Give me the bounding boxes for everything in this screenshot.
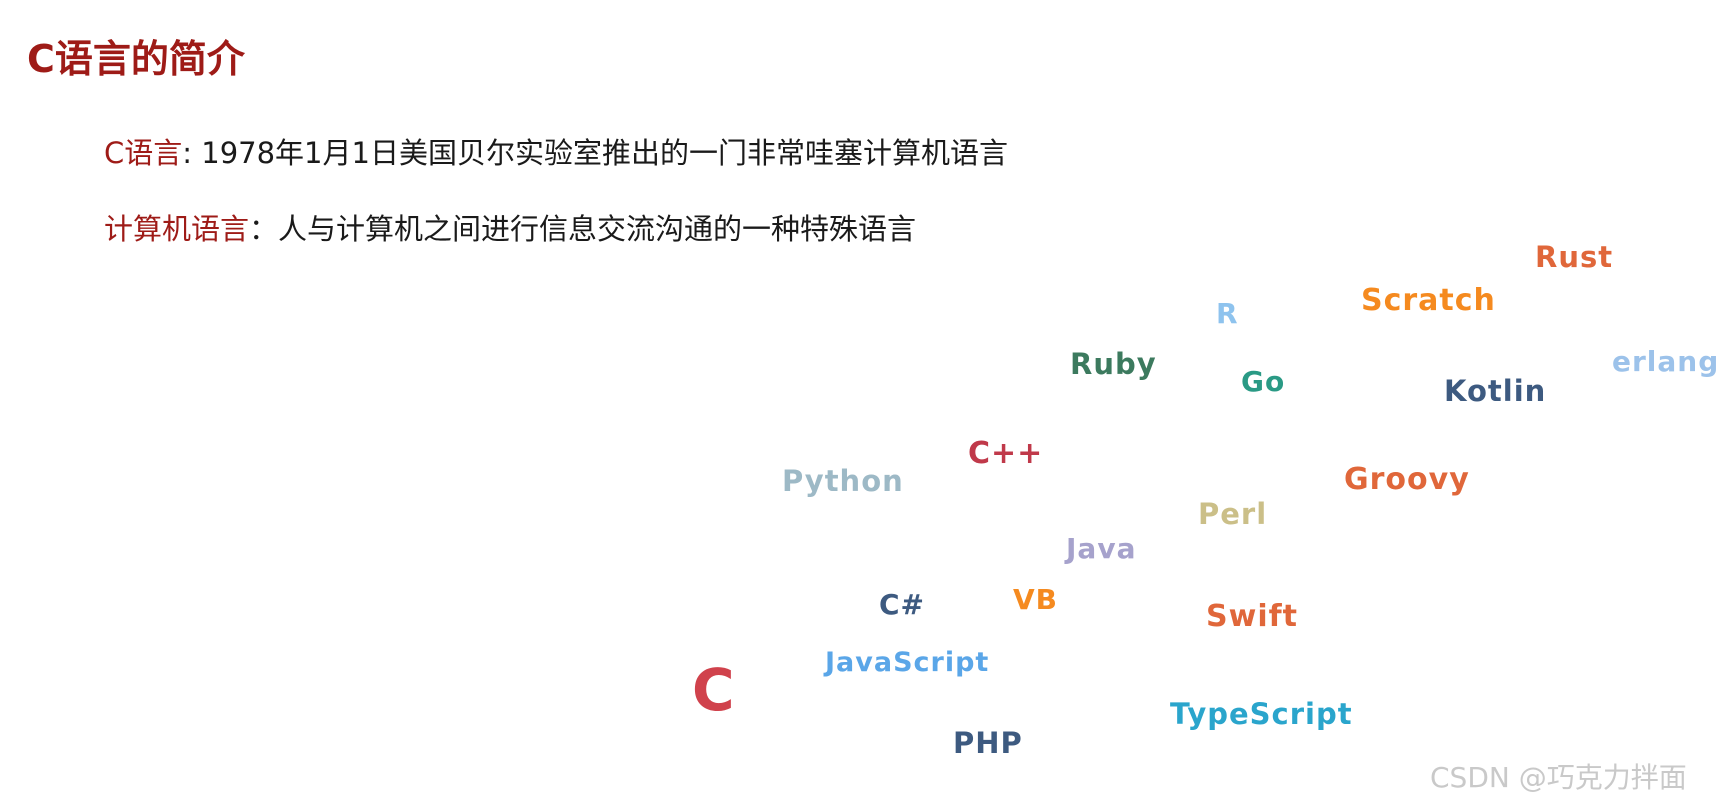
word-swift: Swift [1206, 599, 1298, 634]
word-erlang: erlang [1612, 345, 1720, 378]
definition-computer-language: 计算机语言：人与计算机之间进行信息交流沟通的一种特殊语言 [104, 206, 916, 248]
word-scratch: Scratch [1361, 283, 1496, 318]
word-java: Java [1066, 532, 1137, 565]
definition-text: 人与计算机之间进行信息交流沟通的一种特殊语言 [278, 212, 917, 246]
definition-c-language: C语言: 1978年1月1日美国贝尔实验室推出的一门非常哇塞计算机语言 [104, 130, 1008, 172]
slide-title: C语言的简介 [27, 37, 245, 81]
word-go: Go [1241, 365, 1286, 398]
word-c: C [692, 656, 735, 724]
word-python: Python [782, 464, 904, 498]
definition-text: 1978年1月1日美国贝尔实验室推出的一门非常哇塞计算机语言 [201, 136, 1008, 170]
csdn-watermark: CSDN @巧克力拌面 [1430, 761, 1687, 794]
word-javascript: JavaScript [825, 647, 990, 678]
word-typescript: TypeScript [1170, 697, 1353, 731]
word-rust: Rust [1535, 240, 1614, 274]
word-cpp: C++ [968, 436, 1044, 471]
definition-separator: : [182, 136, 202, 170]
definition-term: C语言 [104, 136, 183, 170]
word-r: R [1216, 297, 1239, 330]
word-perl: Perl [1198, 497, 1268, 531]
word-csharp: C# [879, 588, 926, 621]
word-groovy: Groovy [1344, 462, 1470, 497]
word-vb: VB [1013, 583, 1059, 616]
word-php: PHP [953, 726, 1023, 760]
definition-separator: ： [249, 212, 279, 246]
word-ruby: Ruby [1070, 347, 1157, 381]
definition-term: 计算机语言 [104, 212, 250, 246]
word-kotlin: Kotlin [1444, 374, 1547, 408]
